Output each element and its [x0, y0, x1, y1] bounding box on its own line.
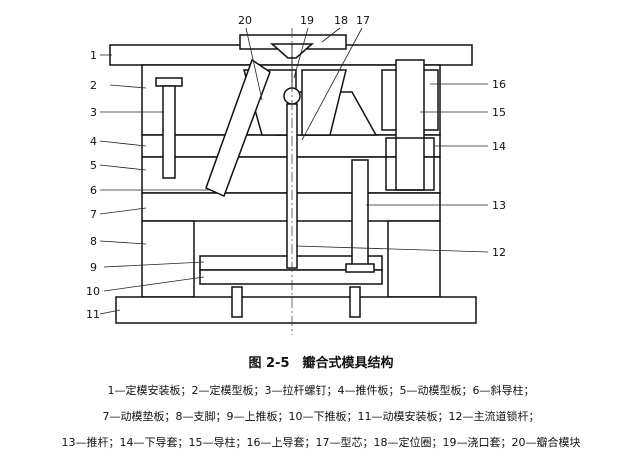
callout-17: 17 [356, 14, 370, 27]
moving-mold-mounting-plate [115, 296, 477, 324]
callout-1: 1 [90, 49, 97, 62]
figure-caption-title: 图 2-5 瓣合式模具结构 [248, 356, 394, 371]
callout-16: 16 [492, 78, 506, 91]
callout-18: 18 [334, 14, 348, 27]
callout-14: 14 [492, 140, 506, 153]
support-leg-right [387, 220, 441, 298]
callout-7: 7 [90, 208, 97, 221]
bolt-right [349, 286, 361, 318]
callout-3: 3 [90, 106, 97, 119]
lower-ejector-plate [199, 269, 383, 285]
legend-line-2: 7—动模垫板；8—支脚；9—上推板；10—下推板；11—动模安装板；12—主流道… [102, 410, 540, 423]
angle-pin [205, 58, 271, 198]
callout-6: 6 [90, 184, 97, 197]
callout-13: 13 [492, 199, 506, 212]
ejector-pin-head [345, 263, 375, 273]
tie-rod-screw [162, 85, 176, 179]
callout-20: 20 [238, 14, 252, 27]
ejector-pin [351, 159, 369, 271]
legend-line-3: 13—推杆；14—下导套；15—导柱；16—上导套；17—型芯；18—定位圈；1… [61, 436, 581, 449]
callout-15: 15 [492, 106, 506, 119]
callout-4: 4 [90, 135, 97, 148]
callout-9: 9 [90, 261, 97, 274]
callout-12: 12 [492, 246, 506, 259]
callout-10: 10 [86, 285, 100, 298]
legend-line-1: 1—定模安装板；2—定模型板；3—拉杆螺钉；4—推件板；5—动模型板；6—斜导柱… [107, 384, 535, 397]
tie-rod-screw-head [155, 77, 183, 87]
callout-2: 2 [90, 79, 97, 92]
callout-11: 11 [86, 308, 100, 321]
callout-19: 19 [300, 14, 314, 27]
callout-5: 5 [90, 159, 97, 172]
callout-8: 8 [90, 235, 97, 248]
bolt-left [231, 286, 243, 318]
support-leg-left [141, 220, 195, 298]
lower-guide-bush [385, 137, 435, 191]
guide-pillar [395, 59, 425, 191]
mold-structure-diagram: 1 2 3 4 5 6 7 8 9 10 11 16 15 14 13 12 2… [86, 14, 506, 335]
